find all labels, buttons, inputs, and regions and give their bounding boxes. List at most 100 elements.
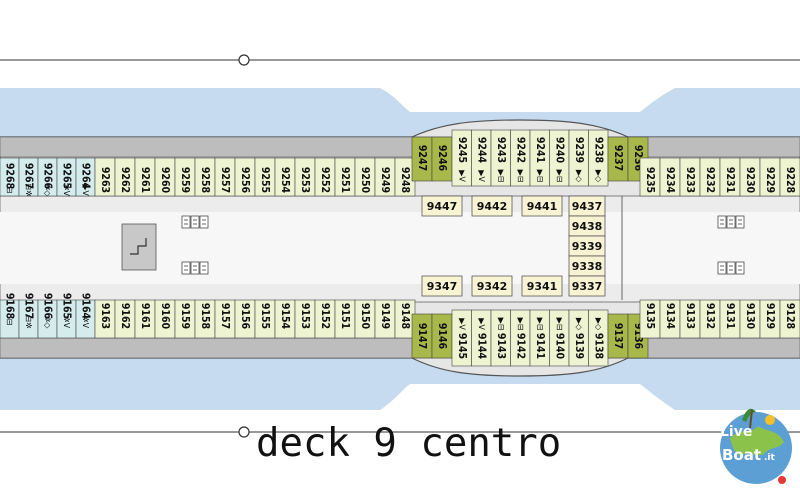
suite-number: 9338 <box>572 260 603 273</box>
suite-number: 9341 <box>527 280 558 293</box>
cabin-number: 9145 <box>456 333 468 359</box>
cabin-number: 9166 <box>42 293 54 320</box>
cabin-symbol: ▶◇ <box>574 170 583 183</box>
logo-suffix: .it <box>764 453 776 463</box>
cabin-number: 9164 <box>80 293 92 320</box>
cabin-number: 9232 <box>704 167 716 193</box>
cabin-number: 9248 <box>399 167 411 193</box>
cabin-number: 9150 <box>359 303 371 330</box>
suite-number: 9337 <box>572 280 603 293</box>
cabin-symbol: ▶⊟ <box>496 170 505 183</box>
cabin-number: 9139 <box>573 333 585 359</box>
suite-box <box>568 275 606 297</box>
elevator-icon <box>181 215 191 229</box>
frame-marker-top <box>238 54 250 66</box>
sun-icon <box>765 415 775 425</box>
cabin-number: 9157 <box>219 303 231 329</box>
suite-number: 9442 <box>477 200 508 213</box>
cabin-number: 9134 <box>664 303 676 330</box>
cabin-number: 9163 <box>99 303 111 329</box>
cabin-number: 9131 <box>724 303 736 329</box>
cabin-number: 9237 <box>612 145 624 171</box>
elevator-arrow <box>184 219 188 225</box>
cabin-symbol: ✲◇ <box>43 184 52 198</box>
cabin-symbol: ▶V <box>477 170 486 182</box>
cabin-number: 9266 <box>42 163 54 190</box>
cabin-symbol: ⊟ <box>5 187 14 194</box>
elevator-icon <box>726 261 736 275</box>
cabin-number: 9132 <box>704 303 716 329</box>
liveboat-logo: Live Boat .it <box>720 408 792 484</box>
cabin-number: 9260 <box>159 167 171 194</box>
cabin-symbol: ▶⊟ <box>555 170 564 183</box>
elevator-arrow <box>193 265 197 271</box>
elevator-arrow <box>729 219 733 225</box>
cabin-symbol: ▶V <box>81 184 90 196</box>
elevator-arrow <box>184 265 188 271</box>
cabin-number: 9152 <box>319 303 331 329</box>
logo-word-1: Live <box>720 424 752 440</box>
cabin-symbol: ▶V <box>457 170 466 182</box>
suite-number: 9441 <box>527 200 558 213</box>
cabin-symbol: ▶◇ <box>594 318 603 331</box>
elevator-icon <box>717 261 727 275</box>
elevator-arrow <box>738 265 742 271</box>
cabin-number: 9233 <box>684 167 696 193</box>
cabin-number: 9154 <box>279 303 291 330</box>
balcony-strip-top <box>0 136 800 158</box>
elevator-icon <box>199 261 209 275</box>
logo-dot <box>778 476 786 484</box>
cabin-number: 9162 <box>119 303 131 329</box>
cabin-number: 9129 <box>764 303 776 329</box>
cabin-number: 9161 <box>139 303 151 329</box>
frame-marker-bottom <box>238 426 250 438</box>
elevator-icon <box>190 215 200 229</box>
elevator-arrow <box>720 219 724 225</box>
cabin-number: 9231 <box>724 167 736 193</box>
cabin-number: 9244 <box>475 137 487 164</box>
cabin-number: 9241 <box>534 137 546 163</box>
cabin-symbol: ✲V <box>81 316 90 329</box>
cabin-number: 9159 <box>179 303 191 329</box>
elevator-arrow <box>202 265 206 271</box>
cabin-number: 9234 <box>664 167 676 194</box>
cabin-number: 9148 <box>399 303 411 329</box>
suite-number: 9437 <box>572 200 603 213</box>
cabin-box <box>779 157 800 197</box>
cabin-symbol: ▶⊟ <box>535 318 544 331</box>
cabin-number: 9158 <box>199 303 211 329</box>
suite-box <box>421 275 463 297</box>
cabin-number: 9165 <box>61 293 73 319</box>
cabin-number: 9235 <box>644 167 656 193</box>
elevator-arrow <box>738 219 742 225</box>
cabin-number: 9142 <box>514 333 526 359</box>
cabin-number: 9262 <box>119 167 131 193</box>
suite-number: 9347 <box>427 280 458 293</box>
suite-number: 9342 <box>477 280 508 293</box>
stairs-icon <box>130 238 147 255</box>
cabin-number: 9268 <box>4 163 16 189</box>
cabin-number: 9257 <box>219 167 231 193</box>
cabin-symbol: ▶⊟ <box>516 170 525 183</box>
cabin-symbol: ✲◇ <box>43 316 52 330</box>
cabin-symbol: ✲V <box>62 184 71 197</box>
cabin-number: 9239 <box>573 137 585 163</box>
cabin-symbol: ▶V <box>457 318 466 330</box>
cabin-number: 9137 <box>612 323 624 349</box>
cabin-number: 9238 <box>592 137 604 163</box>
suite-box <box>521 275 563 297</box>
suite-number: 9339 <box>572 240 603 253</box>
cabin-number: 9250 <box>359 167 371 194</box>
cabin-number: 9267 <box>23 163 35 189</box>
cabin-number: 9130 <box>744 303 756 330</box>
elevator-arrow <box>202 219 206 225</box>
cabin-number: 9143 <box>495 333 507 359</box>
cabin-symbol: ▶◇ <box>574 318 583 331</box>
cabin-number: 9144 <box>475 333 487 360</box>
cabin-number: 9140 <box>553 333 565 360</box>
suite-box <box>471 275 513 297</box>
cabin-number: 9160 <box>159 303 171 330</box>
elevator-icon <box>735 261 745 275</box>
